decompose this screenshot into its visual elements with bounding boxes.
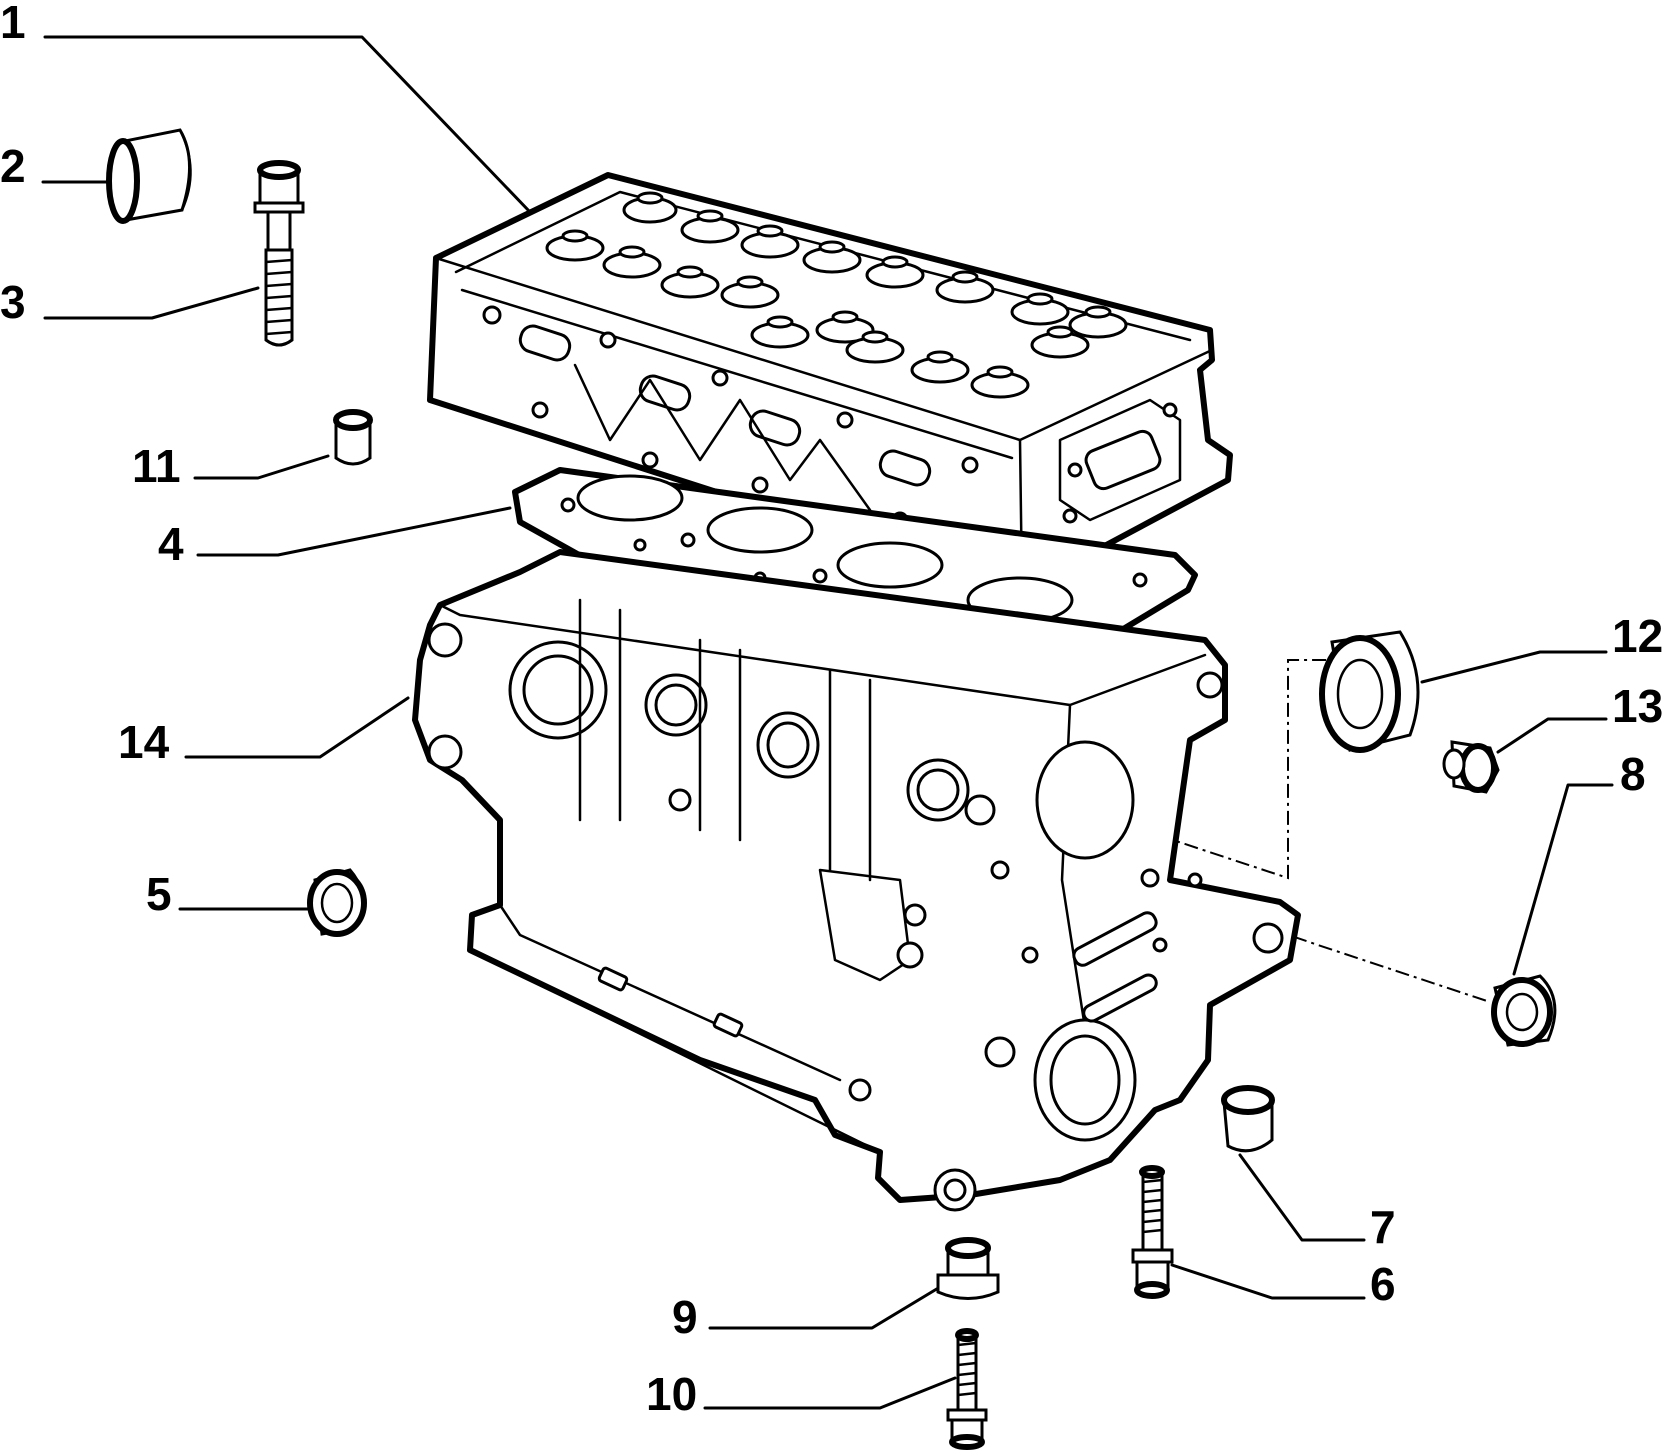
leader-line-9 bbox=[708, 1285, 942, 1330]
dowel-part-7 bbox=[1221, 1085, 1275, 1153]
leader-line-8 bbox=[1512, 783, 1614, 976]
callout-label-1: 1 bbox=[0, 0, 26, 48]
callout-label-6: 6 bbox=[1370, 1258, 1396, 1310]
cylinder-head-part-1 bbox=[427, 172, 1233, 593]
leader-line-1 bbox=[43, 35, 532, 214]
leader-line-3 bbox=[43, 286, 260, 320]
callout-label-7: 7 bbox=[1370, 1201, 1396, 1253]
callout-label-2: 2 bbox=[0, 140, 26, 192]
seal-ring-part-5 bbox=[307, 868, 367, 937]
callout-label-10: 10 bbox=[646, 1368, 697, 1420]
leader-line-14 bbox=[184, 696, 410, 759]
leader-line-7 bbox=[1238, 1153, 1366, 1242]
large-cup-plug-part-12 bbox=[1319, 630, 1420, 753]
small-plug-part-13 bbox=[1442, 740, 1500, 794]
valve-springs bbox=[545, 191, 1128, 399]
callout-label-4: 4 bbox=[158, 518, 184, 570]
callout-label-11: 11 bbox=[132, 440, 181, 492]
leader-line-12 bbox=[1420, 650, 1608, 684]
callout-label-5: 5 bbox=[146, 868, 172, 920]
leader-line-10 bbox=[703, 1376, 957, 1410]
seal-ring-part-8 bbox=[1491, 974, 1557, 1047]
callout-label-8: 8 bbox=[1620, 748, 1646, 800]
callout-label-13: 13 bbox=[1612, 680, 1663, 732]
head-bolt-part-3 bbox=[253, 160, 305, 347]
leader-line-6 bbox=[1170, 1263, 1366, 1300]
bushing-part-9 bbox=[936, 1237, 1000, 1300]
callout-label-12: 12 bbox=[1612, 610, 1663, 662]
engine-block-part-14 bbox=[412, 549, 1301, 1212]
callout-label-9: 9 bbox=[672, 1291, 698, 1343]
leader-line-4 bbox=[196, 506, 512, 557]
leader-line-13 bbox=[1496, 717, 1608, 754]
leader-line-11 bbox=[193, 454, 330, 480]
bolt-part-6 bbox=[1131, 1165, 1174, 1299]
dowel-part-11 bbox=[333, 409, 373, 466]
bolt-part-10 bbox=[946, 1328, 988, 1450]
callout-label-3: 3 bbox=[0, 276, 26, 328]
callout-label-14: 14 bbox=[118, 716, 170, 768]
cup-plug-part-2 bbox=[106, 128, 192, 224]
